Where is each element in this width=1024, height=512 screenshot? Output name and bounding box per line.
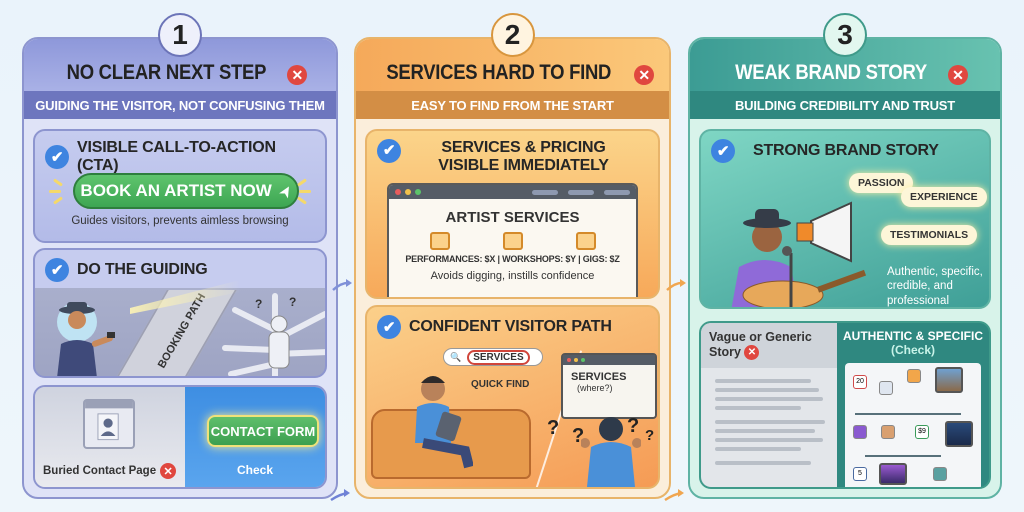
svg-text:?: ?	[255, 297, 262, 311]
blurred-text-lines	[701, 368, 837, 465]
quick-find-label: QUICK FIND	[471, 379, 530, 390]
confused-services-window: SERVICES (where?)	[561, 353, 657, 419]
speech-bubble: PASSION	[849, 173, 914, 193]
book-artist-now-button[interactable]: BOOK AN ARTIST NOW ➤	[73, 173, 299, 209]
vague-story-label: Vague or Generic Story	[709, 330, 812, 359]
visitor-path-card: ✔ CONFIDENT VISITOR PATH 🔍 SERVICES QUIC…	[365, 305, 660, 489]
flow-arrow-icon	[666, 279, 686, 291]
artist-photo	[935, 367, 963, 393]
search-icon: 🔍	[450, 351, 462, 362]
glow-rays-icon	[291, 178, 311, 205]
brand-story-card: ✔ STRONG BRAND STORY PASSION EXPERIENCE …	[699, 129, 991, 309]
panel-subtitle: BUILDING CREDIBILITY AND TRUST	[690, 91, 1000, 119]
card-title: SERVICES & PRICING VISIBLE IMMEDIATELY	[438, 139, 609, 175]
window-title: ARTIST SERVICES	[445, 209, 580, 226]
confusing-paths-icon: ? ?	[222, 293, 325, 376]
check-icon: ✔	[711, 139, 735, 163]
cross-icon: ✕	[160, 463, 177, 479]
question-mark-icon: ?	[572, 425, 585, 447]
portrait-icon	[881, 425, 895, 439]
step-number-badge: 1	[158, 13, 202, 57]
document-icon	[879, 381, 893, 395]
contact-form-side: CONTACT FORM Check	[185, 387, 325, 487]
speech-bubble: EXPERIENCE	[901, 187, 987, 207]
check-icon: ✔	[377, 139, 401, 163]
panel-no-clear-next-step: 1 NO CLEAR NEXT STEP ✕ GUIDING THE VISIT…	[22, 13, 338, 499]
services-heading: SERVICES	[571, 371, 627, 383]
award-icon	[907, 369, 921, 383]
contact-page-icon	[83, 399, 135, 449]
card-title: CONFIDENT VISITOR PATH	[409, 318, 612, 335]
concert-photo	[879, 463, 907, 485]
calendar-icon: $9	[915, 425, 929, 439]
authentic-story-side: AUTHENTIC & SPECIFIC (Check) 20 $9 5	[837, 323, 989, 487]
confused-visitor-icon	[581, 417, 641, 487]
buried-contact-label: Buried Contact Page	[43, 465, 157, 477]
flow-arrow-icon	[330, 489, 350, 502]
step-number-badge: 3	[823, 13, 867, 57]
glow-rays-icon	[49, 178, 69, 205]
calendar-icon: 5	[853, 467, 867, 481]
services-browser-window: ARTIST SERVICES PERFORMANCES: $X | WORKS…	[387, 183, 638, 297]
check-label: (Check)	[890, 343, 935, 358]
card-title: STRONG BRAND STORY	[753, 142, 939, 159]
speech-bubble: TESTIMONIALS	[881, 225, 978, 245]
story-description: Authentic, specific, credible, and profe…	[887, 266, 983, 307]
pricing-note: Avoids digging, instills confidence	[430, 270, 595, 282]
panel-weak-brand-story: 3 WEAK BRAND STORY ✕ BUILDING CREDIBILIT…	[688, 13, 1002, 499]
panel-title: WEAK BRAND STORY	[735, 61, 927, 84]
flow-arrow-icon	[664, 489, 684, 502]
check-label: Check	[236, 463, 274, 477]
cross-icon: ✕	[634, 65, 655, 85]
cross-icon: ✕	[948, 65, 969, 85]
check-icon: ✔	[377, 315, 401, 339]
panel-title: SERVICES HARD TO FIND	[386, 61, 611, 84]
contact-form-button[interactable]: CONTACT FORM	[207, 415, 319, 447]
performance-photo	[945, 421, 973, 447]
panel-subtitle: GUIDING THE VISITOR, NOT CONFUSING THEM	[24, 91, 336, 119]
cross-icon: ✕	[744, 345, 760, 361]
check-icon: ✔	[45, 145, 69, 169]
story-comparison-card: Vague or Generic Story ✕ AUTHENTIC & SPE…	[699, 321, 991, 489]
cta-card: ✔ VISIBLE CALL-TO-ACTION (CTA) BOOK AN A…	[33, 129, 327, 243]
calendar-icon: 20	[853, 375, 867, 389]
briefcase-icon	[575, 232, 596, 250]
services-pricing-line: PERFORMANCES: $X | WORKSHOPS: $Y | GIGS:…	[405, 254, 620, 264]
where-label: (where?)	[577, 383, 613, 393]
film-icon	[429, 232, 450, 250]
presentation-icon	[502, 232, 523, 250]
card-title: DO THE GUIDING	[77, 261, 208, 278]
button-label: BOOK AN ARTIST NOW	[80, 181, 272, 200]
cta-note: Guides visitors, prevents aimless browsi…	[71, 215, 289, 227]
panel-title: NO CLEAR NEXT STEP	[66, 61, 266, 84]
question-mark-icon: ?	[627, 415, 640, 437]
browser-titlebar	[389, 185, 636, 199]
buried-contact-side: Buried Contact Page ✕	[35, 387, 185, 487]
svg-text:?: ?	[289, 295, 296, 309]
guide-person-icon	[57, 302, 115, 376]
question-mark-icon: ?	[547, 417, 560, 439]
authentic-label: AUTHENTIC & SPECIFIC	[842, 329, 983, 343]
question-mark-icon: ?	[645, 427, 655, 444]
search-bar[interactable]: 🔍 SERVICES	[443, 348, 543, 366]
pricing-card: ✔ SERVICES & PRICING VISIBLE IMMEDIATELY…	[365, 129, 660, 299]
check-icon: ✔	[45, 258, 69, 282]
panel-subtitle: EASY TO FIND FROM THE START	[356, 91, 669, 119]
media-icon	[933, 467, 947, 481]
search-value: SERVICES	[467, 349, 530, 365]
singer-megaphone-icon	[731, 201, 867, 307]
cross-icon: ✕	[287, 65, 308, 85]
vague-story-side: Vague or Generic Story ✕	[701, 323, 837, 487]
guiding-card: ✔ DO THE GUIDING BOOKING PATH ? ?	[33, 248, 327, 378]
step-number-badge: 2	[490, 13, 535, 57]
happy-visitor-icon	[415, 376, 473, 469]
panel-services-hard-to-find: 2 SERVICES HARD TO FIND ✕ EASY TO FIND F…	[354, 13, 671, 499]
card-title: VISIBLE CALL-TO-ACTION (CTA)	[77, 139, 276, 174]
flow-arrow-icon	[332, 279, 352, 291]
contact-card: Buried Contact Page ✕ CONTACT FORM Check	[33, 385, 327, 489]
star-icon	[853, 425, 867, 439]
story-timeline: 20 $9 5	[845, 363, 981, 487]
